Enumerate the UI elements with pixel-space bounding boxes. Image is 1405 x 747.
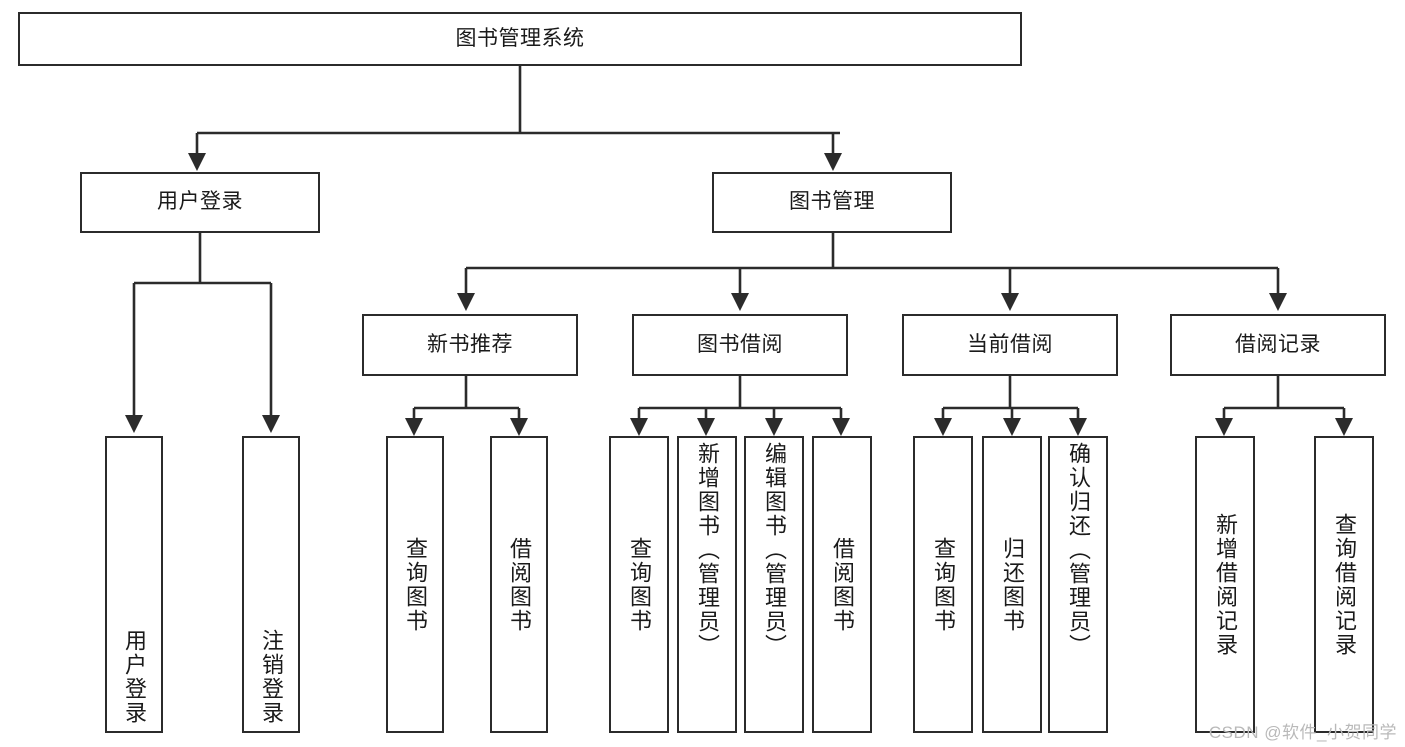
node-current-borrow[interactable]: 当前借阅 (902, 314, 1118, 376)
node-leaf-return-book[interactable]: 归还图书 (982, 436, 1042, 733)
node-leaf-query-book-3[interactable]: 查询图书 (913, 436, 973, 733)
node-leaf-confirm-return-label: 确认归还（管理员） (1065, 442, 1091, 658)
node-leaf-user-login[interactable]: 用户登录 (105, 436, 163, 733)
node-new-book-recommend[interactable]: 新书推荐 (362, 314, 578, 376)
node-book-borrow-label: 图书借阅 (697, 332, 783, 356)
node-leaf-query-book-1-label: 查询图书 (402, 536, 428, 633)
node-book-management[interactable]: 图书管理 (712, 172, 952, 233)
node-root-label: 图书管理系统 (455, 26, 585, 50)
node-leaf-confirm-return[interactable]: 确认归还（管理员） (1048, 436, 1108, 733)
node-leaf-query-book-1[interactable]: 查询图书 (386, 436, 444, 733)
node-leaf-return-book-label: 归还图书 (999, 536, 1025, 633)
node-borrow-record-label: 借阅记录 (1235, 332, 1321, 356)
node-root[interactable]: 图书管理系统 (18, 12, 1022, 66)
node-leaf-query-record-label: 查询借阅记录 (1331, 512, 1357, 657)
node-leaf-edit-book-label: 编辑图书（管理员） (761, 442, 787, 658)
node-book-borrow[interactable]: 图书借阅 (632, 314, 848, 376)
node-leaf-user-logout-label: 注销登录 (258, 629, 284, 725)
node-leaf-edit-book[interactable]: 编辑图书（管理员） (744, 436, 804, 733)
node-user-login[interactable]: 用户登录 (80, 172, 320, 233)
node-new-book-recommend-label: 新书推荐 (427, 332, 513, 356)
node-user-login-label: 用户登录 (157, 190, 243, 214)
node-leaf-borrow-book-1-label: 借阅图书 (506, 536, 532, 633)
node-leaf-add-book-label: 新增图书（管理员） (694, 442, 720, 658)
node-leaf-query-book-2-label: 查询图书 (626, 536, 652, 633)
node-leaf-user-logout[interactable]: 注销登录 (242, 436, 300, 733)
node-current-borrow-label: 当前借阅 (967, 332, 1053, 356)
node-book-management-label: 图书管理 (789, 190, 875, 214)
node-leaf-query-book-3-label: 查询图书 (930, 536, 956, 633)
node-borrow-record[interactable]: 借阅记录 (1170, 314, 1386, 376)
node-leaf-borrow-book-2[interactable]: 借阅图书 (812, 436, 872, 733)
node-leaf-query-book-2[interactable]: 查询图书 (609, 436, 669, 733)
node-leaf-add-record[interactable]: 新增借阅记录 (1195, 436, 1255, 733)
node-leaf-borrow-book-2-label: 借阅图书 (829, 536, 855, 633)
node-leaf-query-record[interactable]: 查询借阅记录 (1314, 436, 1374, 733)
node-leaf-user-login-label: 用户登录 (121, 629, 147, 725)
node-leaf-add-book[interactable]: 新增图书（管理员） (677, 436, 737, 733)
node-leaf-borrow-book-1[interactable]: 借阅图书 (490, 436, 548, 733)
node-leaf-add-record-label: 新增借阅记录 (1212, 512, 1238, 657)
